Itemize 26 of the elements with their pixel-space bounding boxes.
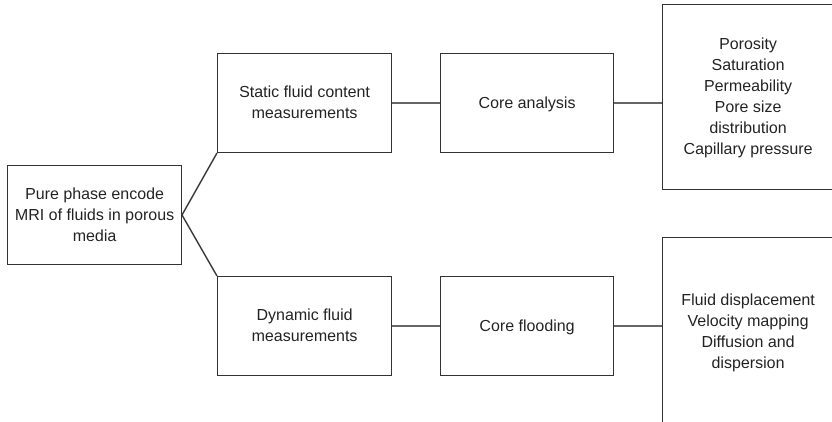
box-text: Static fluid content measurements <box>238 83 371 124</box>
connector-line <box>614 102 662 104</box>
box-text: Porosity <box>719 35 777 55</box>
connector-line <box>181 152 218 216</box>
process-box <box>217 276 392 376</box>
box-text: Core analysis <box>478 94 576 114</box>
connector-line <box>392 325 440 327</box>
box-text: Core flooding <box>479 316 575 336</box>
box-text: Dynamic fluid measurements <box>250 306 358 347</box>
box-text: Diffusion and dispersion <box>700 333 796 374</box>
process-box <box>440 276 614 376</box>
process-box <box>440 53 614 153</box>
box-text: Permeability <box>704 77 792 97</box>
process-box <box>217 53 392 153</box>
box-text: Velocity mapping <box>688 312 808 332</box>
box-text: Pure phase encode MRI of fluids in porous media <box>14 184 176 246</box>
connector-line <box>181 214 218 276</box>
box-text: Pore size distribution <box>708 98 788 139</box>
process-box <box>7 165 182 265</box>
connector-line <box>392 102 440 104</box>
connector-line <box>614 325 662 327</box>
process-box <box>662 237 832 422</box>
process-box <box>662 4 832 190</box>
box-text: Saturation <box>712 56 784 76</box>
box-text: Capillary pressure <box>684 140 812 160</box>
box-text: Fluid displacement <box>681 291 815 311</box>
